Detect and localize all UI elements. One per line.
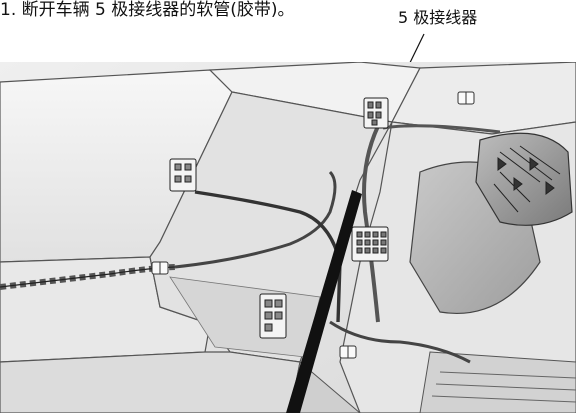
harness-right-2 bbox=[382, 124, 501, 134]
wire-clip-3 bbox=[339, 345, 357, 359]
harness-upper bbox=[194, 190, 342, 323]
top-right-panel bbox=[391, 62, 576, 135]
harness-low bbox=[329, 320, 471, 364]
shifter-knob-pattern bbox=[493, 145, 561, 213]
pointer-wedge bbox=[286, 190, 362, 413]
harness-center bbox=[174, 170, 337, 269]
ribs bbox=[431, 371, 576, 403]
console-wiring-illustration bbox=[0, 62, 576, 413]
callout-label-5-pin-connector: 5 极接线器 bbox=[398, 8, 478, 27]
connector-left bbox=[169, 158, 197, 192]
bottom-right-ribs bbox=[419, 351, 576, 413]
technical-illustration bbox=[0, 62, 576, 413]
wire-clip-1 bbox=[151, 261, 169, 275]
bottom-left-trim bbox=[0, 351, 301, 413]
instruction-text: 1. 断开车辆 5 极接线器的软管(胶带)。 bbox=[0, 0, 295, 20]
connector-mid bbox=[351, 226, 389, 262]
connector-5-pin bbox=[363, 97, 389, 129]
harness-right bbox=[362, 121, 382, 323]
shifter-knob bbox=[475, 132, 573, 226]
wire-clip-2 bbox=[457, 91, 475, 105]
connector-bottom bbox=[259, 293, 287, 339]
